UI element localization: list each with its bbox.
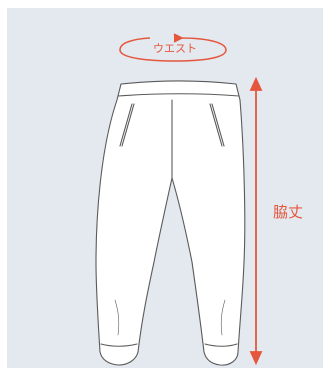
pants-illustration	[95, 80, 246, 366]
left-hem	[100, 343, 138, 347]
waist-label: ウエスト	[153, 42, 197, 55]
left-pocket	[119, 103, 135, 147]
left-crease	[114, 299, 120, 336]
right-hem	[204, 343, 238, 347]
right-crease	[220, 299, 226, 336]
right-pocket	[209, 103, 225, 147]
length-label: 脇丈	[273, 203, 304, 221]
double-vertical-arrow-icon	[249, 76, 263, 366]
pants-body	[95, 80, 246, 366]
rotate-arrow-icon	[119, 33, 227, 62]
waistband-line	[117, 93, 240, 97]
